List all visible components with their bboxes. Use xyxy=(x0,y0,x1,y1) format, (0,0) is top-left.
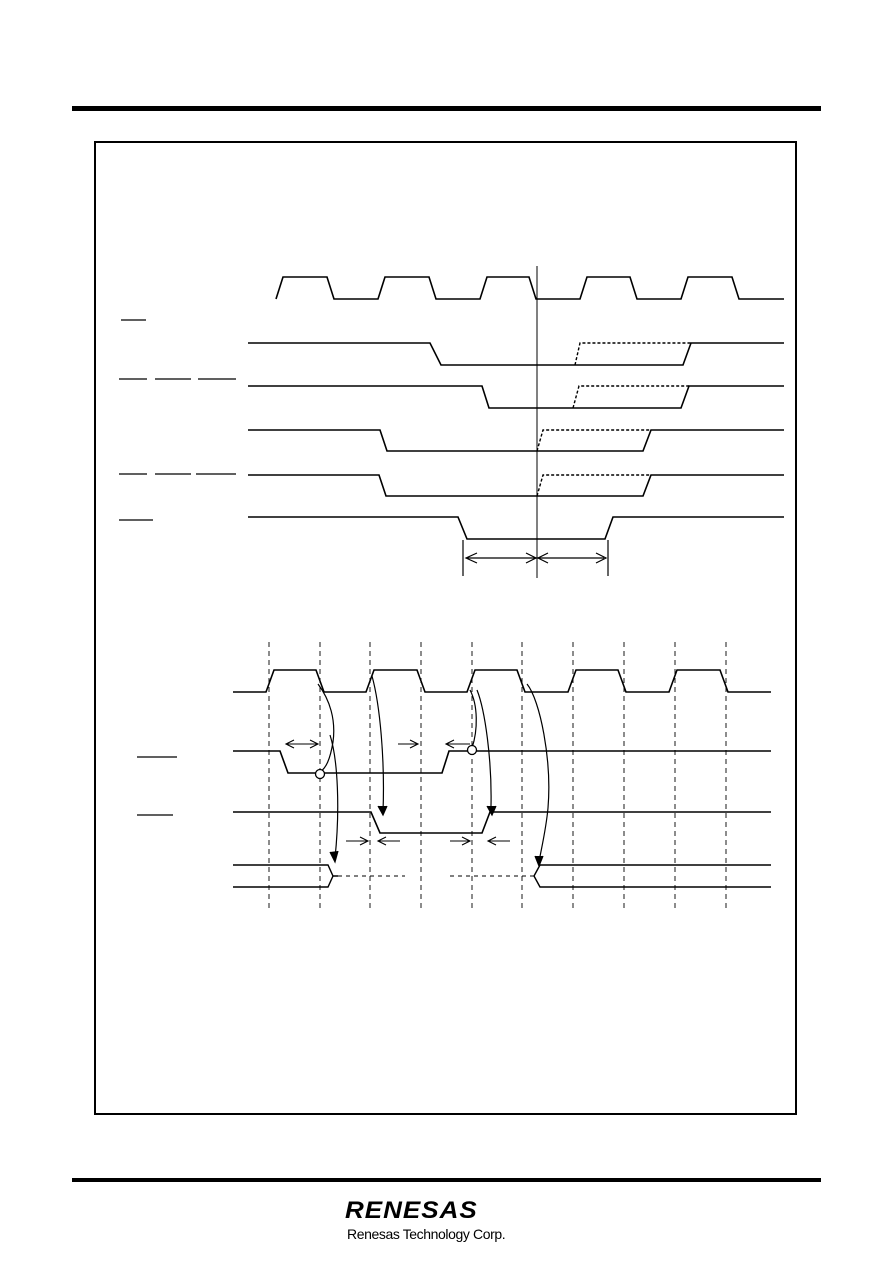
upper-signal-1-dashed xyxy=(574,342,691,366)
lower-label-overbars xyxy=(137,756,177,816)
lower-signal-a xyxy=(233,750,771,774)
upper-signal-3-dashed xyxy=(536,429,651,452)
upper-clock-waveform xyxy=(275,276,784,300)
upper-signal-2-dashed xyxy=(572,385,689,409)
upper-dimension-arrows xyxy=(462,540,609,576)
upper-signal-1 xyxy=(248,342,784,366)
lower-signal-b xyxy=(233,811,771,834)
lower-grid-lines xyxy=(268,642,727,912)
upper-timing-diagram xyxy=(119,266,784,578)
lower-bus-upper xyxy=(233,864,338,877)
lower-bus-lower-right xyxy=(533,875,771,888)
lower-clock-waveform xyxy=(233,669,771,693)
upper-signal-2 xyxy=(248,385,784,409)
lower-causal-arrows xyxy=(317,675,550,868)
footer-rule xyxy=(72,1178,821,1182)
upper-signal-3 xyxy=(248,429,784,452)
event-circle-2 xyxy=(466,744,478,756)
header-rule xyxy=(72,106,821,111)
upper-signal-5 xyxy=(248,516,784,540)
event-circle-1 xyxy=(314,768,326,780)
company-name: Renesas Technology Corp. xyxy=(347,1226,506,1242)
figure-frame xyxy=(94,141,797,1115)
signal-label-overbars xyxy=(119,319,236,521)
upper-signal-4-dashed xyxy=(536,474,651,497)
renesas-logo: RENESAS Renesas Technology Corp. xyxy=(345,1196,545,1246)
upper-signal-4 xyxy=(248,474,784,497)
lower-dimension-arrows xyxy=(284,739,510,846)
lower-bus-lower xyxy=(233,875,334,888)
lower-timing-diagram xyxy=(137,642,771,912)
logo-mark: RENESAS xyxy=(345,1196,478,1224)
lower-bus-upper-right xyxy=(533,864,771,877)
